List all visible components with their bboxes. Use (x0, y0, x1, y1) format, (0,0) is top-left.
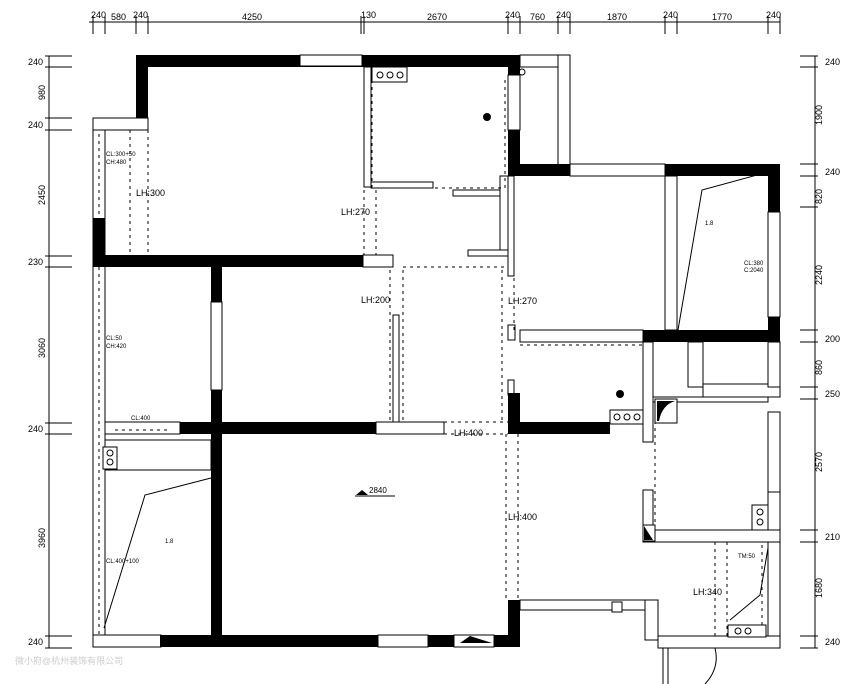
dim-right-8: 2570 (814, 452, 824, 472)
dim-left-2: 240 (28, 120, 43, 130)
pipe-icon (518, 68, 526, 76)
dim-right-0: 240 (825, 57, 840, 67)
water-heater-icon-small (642, 524, 656, 542)
curtain-label: CL:400+100 (106, 559, 140, 565)
dim-right-10: 1680 (814, 578, 824, 598)
curtain-label: CL:400 (131, 416, 151, 422)
dim-top-5: 2670 (427, 12, 447, 22)
dim-left-3: 2450 (37, 185, 47, 205)
dim-left-0: 240 (28, 57, 43, 67)
drain-icon (616, 390, 624, 398)
curtain-label: CH:480 (106, 160, 127, 166)
dim-right-1: 1900 (814, 105, 824, 125)
dim-top-12: 240 (766, 10, 781, 20)
stair-marker-icon (460, 636, 492, 643)
ceiling-height-label: LH:400 (508, 512, 537, 522)
dim-top-0: 240 (91, 10, 106, 20)
dim-right-6: 860 (814, 360, 824, 375)
bed-outline-left (103, 477, 212, 629)
dim-left-1: 980 (37, 85, 47, 100)
dim-right-4: 2240 (814, 265, 824, 285)
level-label: 2840 (369, 486, 387, 495)
ceiling-height-label: LH:400 (454, 428, 483, 438)
stove-icon (371, 66, 408, 83)
stove-icon-bathroom (727, 624, 767, 638)
floor-level-marker: 2840 (355, 486, 395, 497)
curtain-label: CL:380 (744, 261, 764, 267)
top-dimension-chain: 240 580 240 4250 130 2670 240 760 240 18… (89, 10, 781, 34)
ceiling-height-label: LH:200 (361, 295, 390, 305)
dim-right-9: 210 (825, 532, 840, 542)
watermark: 微小府@杭州装饰有限公司 (15, 655, 123, 666)
ceiling-height-label: LH:270 (508, 296, 537, 306)
bed-size-label: 1.8 (705, 221, 714, 227)
right-dimension-chain: 240 1900 240 820 2240 200 860 250 2570 2… (800, 55, 840, 649)
dim-top-10: 240 (663, 10, 678, 20)
appliance-icon (751, 504, 769, 531)
curtain-label: C:2040 (744, 268, 764, 274)
curtain-label: CL:50 (106, 336, 123, 342)
curtain-label: CL:300+50 (106, 152, 136, 158)
ceiling-height-label: LH:270 (341, 207, 370, 217)
dim-top-7: 760 (530, 12, 545, 22)
dim-top-11: 1770 (712, 12, 732, 22)
washer-icon (102, 446, 118, 470)
dim-right-5: 200 (825, 334, 840, 344)
door-swing-icon (662, 647, 717, 684)
dim-left-8: 240 (28, 637, 43, 647)
dim-right-2: 240 (825, 167, 840, 177)
dim-top-9: 1870 (607, 12, 627, 22)
bed-size-label: 1.8 (165, 539, 174, 545)
ceiling-height-label: LH:300 (136, 188, 165, 198)
dim-right-3: 820 (814, 189, 824, 204)
tm-label: TM:50 (738, 554, 756, 560)
water-heater-icon (654, 398, 678, 424)
dim-left-5: 3060 (37, 338, 47, 358)
dim-top-1: 580 (111, 12, 126, 22)
ceiling-height-label: LH:340 (693, 587, 722, 597)
walls (92, 54, 781, 649)
dim-right-11: 240 (825, 637, 840, 647)
stove-icon-kitchen (609, 409, 644, 425)
bed-outline-right (677, 171, 769, 331)
dim-top-6: 240 (505, 10, 520, 20)
dim-top-2: 240 (133, 10, 148, 20)
closet-diagonal (729, 547, 769, 621)
curtain-label: CH:420 (106, 344, 127, 350)
dim-top-8: 240 (556, 10, 571, 20)
dim-right-7: 250 (825, 389, 840, 399)
left-dimension-chain: 240 980 240 2450 230 3060 240 3960 240 (28, 55, 72, 649)
dim-left-4: 230 (28, 257, 43, 267)
dim-top-4: 130 (361, 10, 376, 20)
drain-icon (483, 113, 491, 121)
dim-left-7: 3960 (37, 528, 47, 548)
dim-top-3: 4250 (242, 12, 262, 22)
dim-left-6: 240 (28, 424, 43, 434)
